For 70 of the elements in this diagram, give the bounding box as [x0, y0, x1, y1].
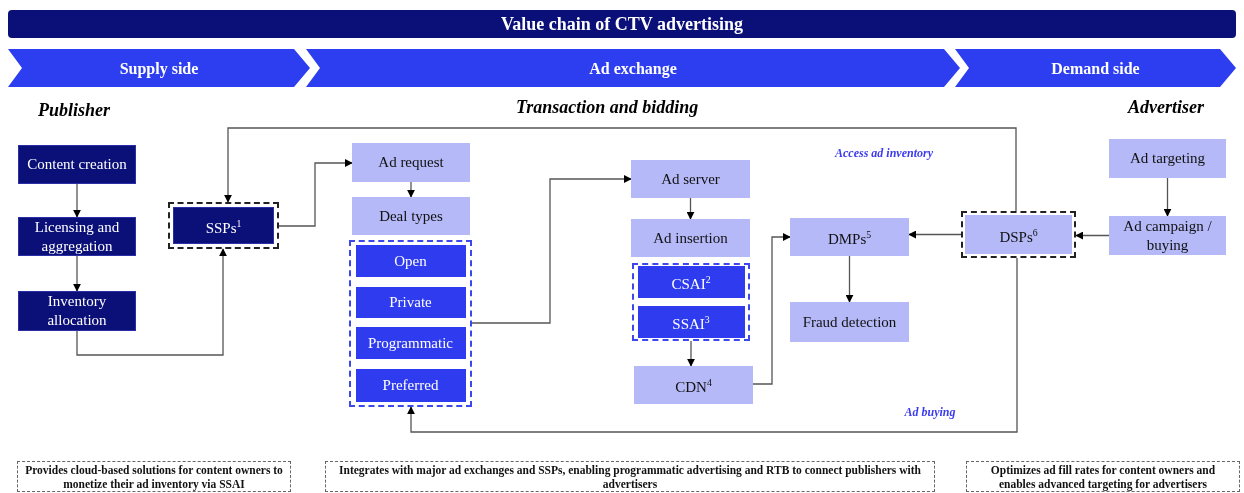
arrow [752, 233, 791, 385]
box-label: Open [394, 251, 427, 271]
box-label: SSPs$^{1}$ [205, 216, 242, 238]
arrow [845, 255, 854, 303]
process-box [352, 143, 470, 182]
option-box [355, 286, 466, 318]
arrow [1075, 231, 1110, 240]
note-box [966, 461, 1240, 492]
note-text: Optimizes ad fill rates for content owners and enables advanced targeting for advertisers [989, 462, 1217, 491]
process-box [1109, 139, 1226, 178]
arrow [73, 255, 81, 292]
process-box [352, 197, 470, 235]
option-box [637, 266, 745, 299]
process-box [631, 160, 750, 198]
option-box [637, 305, 745, 338]
arrow [471, 175, 632, 324]
arrow [224, 127, 1017, 212]
box-label: Programmatic [368, 333, 453, 353]
box-label: DSPs$^{6}$ [999, 225, 1038, 247]
process-box [790, 218, 909, 256]
edge-label: Ad buying [902, 405, 958, 420]
box-label: Supply side [119, 58, 199, 78]
process-box [634, 366, 753, 404]
process-box [18, 217, 136, 256]
section-heading: Advertiser [1128, 97, 1204, 118]
arrow [76, 248, 227, 356]
box-label: Fraud detection [802, 312, 897, 332]
box-label: Private [389, 292, 432, 312]
box-label: CDN$^{4}$ [675, 376, 712, 397]
option-box [355, 327, 466, 360]
process-box [18, 291, 136, 331]
arrow [908, 230, 962, 239]
box-label: Licensing and aggregation [33, 217, 121, 256]
box-label: CSAI$^{2}$ [671, 273, 711, 295]
arrow [687, 340, 695, 367]
process-box [790, 302, 909, 342]
section-header-band [955, 49, 1236, 87]
arrow [278, 159, 353, 227]
box-label: Preferred [382, 375, 439, 395]
title-banner: Value chain of CTV advertising [8, 10, 1236, 38]
box-label: Demand side [1051, 58, 1140, 78]
section-header-band [8, 49, 310, 87]
arrow [686, 197, 695, 220]
box-label: Ad insertion [653, 228, 728, 248]
arrow [1163, 177, 1172, 217]
box-label: Ad campaign / buying [1122, 216, 1213, 255]
box-label: Ad request [378, 153, 444, 172]
process-box [1109, 216, 1226, 255]
arrow [407, 181, 415, 198]
arrow [73, 183, 81, 218]
process-box [631, 219, 750, 257]
box-label: Inventory allocation [46, 292, 108, 330]
box-label: Ad targeting [1129, 149, 1206, 168]
box-label: Ad server [661, 169, 720, 189]
dashed-group-frame [632, 263, 750, 341]
section-heading: Publisher [38, 100, 111, 121]
option-box [355, 368, 466, 402]
box-label: Ad exchange [589, 58, 677, 78]
option-box [355, 245, 466, 278]
dashed-group-frame [349, 240, 472, 407]
arrow [407, 257, 1018, 433]
box-label: SSAI$^{3}$ [672, 312, 710, 334]
process-box [18, 145, 136, 184]
note-text: Provides cloud-based solutions for content owners to monetize their ad inventory via SSAI [24, 462, 284, 491]
section-heading: Transaction and bidding [516, 97, 699, 118]
note-text: Integrates with major ad exchanges and SSPs, enabling programmatic advertising and RTB to connect publishers with advertisers [338, 462, 922, 491]
box-label: DMPs$^{5}$ [827, 228, 872, 249]
box-label: Content creation [27, 155, 127, 174]
box-label: Deal types [379, 206, 443, 226]
edge-label: Access ad inventory [833, 146, 935, 161]
